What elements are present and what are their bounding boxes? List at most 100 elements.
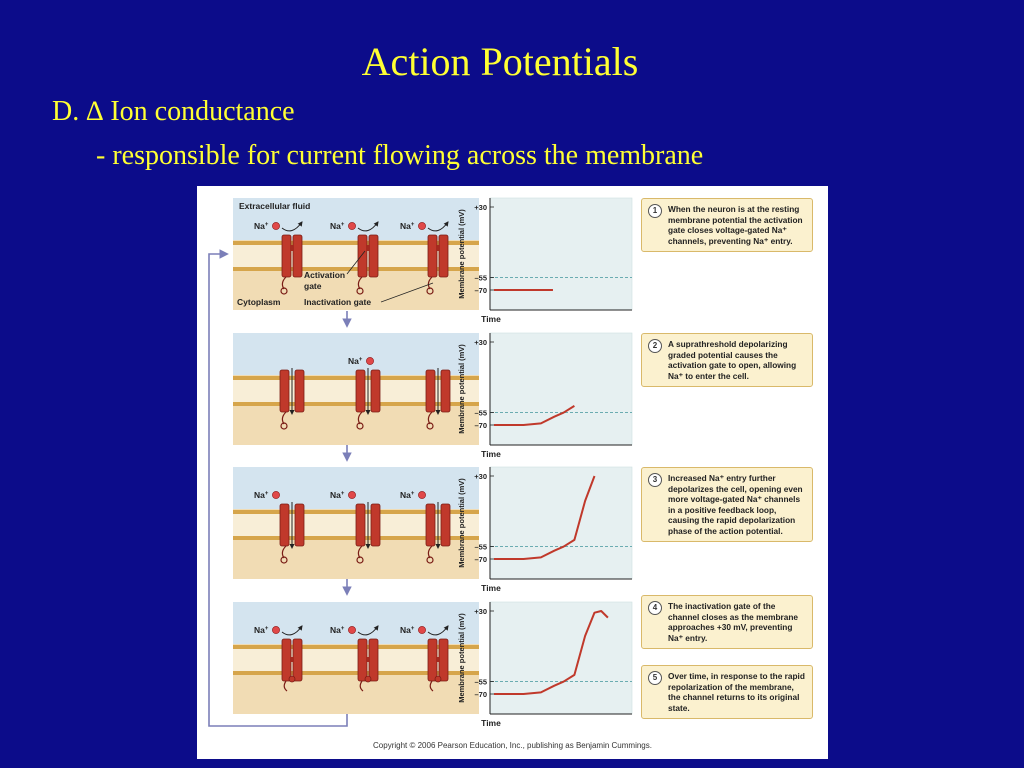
channel-subunit-left (357, 234, 368, 278)
inactivation-gate (280, 422, 288, 430)
blocked-entry-arrow (427, 221, 449, 232)
na-channel (355, 368, 381, 430)
channel-subunit-left (427, 638, 438, 682)
y-tick-label: –55 (474, 274, 487, 283)
channel-subunit-left (425, 503, 436, 547)
na-ion-label: Na+ (400, 221, 415, 231)
y-tick-label: +30 (474, 472, 487, 481)
callout-2-text: A suprathreshold depolarizing graded pot… (668, 339, 797, 381)
y-tick-label: –70 (474, 555, 487, 564)
channel-subunit-right (292, 638, 303, 682)
y-tick-label: –55 (474, 678, 487, 687)
callout-1-text: When the neuron is at the resting membra… (668, 204, 803, 246)
channel-subunit-left (355, 503, 366, 547)
slide-title: Action Potentials (361, 39, 639, 84)
x-axis-label: Time (481, 449, 501, 459)
na-ion (366, 357, 374, 365)
callout-4-number: 4 (648, 601, 662, 615)
callout-5-number: 5 (648, 671, 662, 685)
action-potential-figure: Na+Na+Na+Na+Na+Na+Na+Na+Na+Na+Extracellu… (197, 186, 828, 759)
activation-gate-label: Activation (304, 270, 345, 280)
inactivation-gate (364, 675, 372, 683)
membrane-panel-1: Na+Na+Na+ (233, 198, 479, 310)
membrane-potential-curve (494, 475, 596, 560)
membrane-potential-curve (494, 405, 575, 426)
membrane-outer-edge (233, 645, 479, 649)
na-channel (426, 234, 449, 295)
na-ion-label: Na+ (400, 625, 415, 635)
activation-gate (290, 657, 294, 662)
cytoplasm-label: Cytoplasm (237, 297, 281, 307)
inactivation-gate (356, 287, 364, 295)
na-ion-charge: + (265, 222, 269, 228)
na-ion-charge: + (411, 491, 415, 497)
channel-subunit-right (368, 638, 379, 682)
channel-subunit-left (355, 369, 366, 413)
activation-gate (366, 657, 370, 662)
x-axis-label: Time (481, 314, 501, 324)
inactivation-gate (356, 422, 364, 430)
na-ion-label: Na+ (254, 625, 269, 635)
na-ion-label: Na+ (348, 356, 363, 366)
inactivation-gate (280, 287, 288, 295)
extracellular-area (233, 602, 479, 644)
extracellular-area (233, 333, 479, 375)
inactivation-gate (426, 422, 434, 430)
callout-2: 2 A suprathreshold depolarizing graded p… (641, 333, 813, 387)
na-channel (425, 368, 451, 430)
y-tick-label: +30 (474, 607, 487, 616)
y-axis-label: Membrane potential (mV) (457, 209, 466, 299)
na-ion-charge: + (411, 222, 415, 228)
callout-5: 5 Over time, in response to the rapid re… (641, 665, 813, 719)
membrane-panel-3: Na+Na+Na+ (233, 467, 479, 579)
activation-gate-label-2: gate (304, 281, 322, 291)
blocked-entry-arrow (427, 625, 449, 636)
callout-3: 3 Increased Na⁺ entry further depolarize… (641, 467, 813, 542)
membrane-inner-edge (233, 671, 479, 675)
x-axis-label: Time (481, 718, 501, 728)
inactivation-gate (356, 556, 364, 564)
channel-subunit-left (281, 638, 292, 682)
inactivation-gate-pointer (380, 282, 434, 303)
na-channel (280, 234, 303, 295)
y-axis-label: Membrane potential (mV) (457, 613, 466, 703)
channel-subunit-left (279, 369, 290, 413)
membrane-potential-curve (494, 610, 609, 695)
na-ion (272, 222, 280, 230)
channel-subunit-right (370, 503, 381, 547)
graph-area (489, 466, 633, 580)
na-ion-charge: + (265, 626, 269, 632)
na-channel (279, 502, 305, 564)
blocked-entry-arrow (357, 221, 379, 232)
na-channel (281, 638, 303, 692)
callout-3-number: 3 (648, 473, 662, 487)
na-ion-label: Na+ (254, 490, 269, 500)
channel-subunit-right (294, 369, 305, 413)
na-ion-label: Na+ (330, 490, 345, 500)
blocked-entry-arrow (281, 625, 303, 636)
graph-area (489, 197, 633, 311)
channel-subunit-right (370, 369, 381, 413)
activation-gate (366, 245, 370, 251)
blocked-entry-arrow (281, 221, 303, 232)
channel-subunit-right (368, 234, 379, 278)
inactivation-gate (426, 556, 434, 564)
return-loop-arrow (208, 249, 348, 727)
extracellular-area (233, 198, 479, 240)
callout-4-text: The inactivation gate of the channel clo… (668, 601, 799, 643)
channel-subunit-right (294, 503, 305, 547)
callout-4: 4 The inactivation gate of the channel c… (641, 595, 813, 649)
na-ion (348, 626, 356, 634)
graph-area (489, 601, 633, 715)
graph-area (489, 332, 633, 446)
activation-gate (436, 657, 440, 662)
na-ion-charge: + (341, 491, 345, 497)
na-ion-charge: + (265, 491, 269, 497)
y-tick-label: –55 (474, 409, 487, 418)
callout-5-text: Over time, in response to the rapid repo… (668, 671, 805, 713)
na-channel (427, 638, 449, 692)
